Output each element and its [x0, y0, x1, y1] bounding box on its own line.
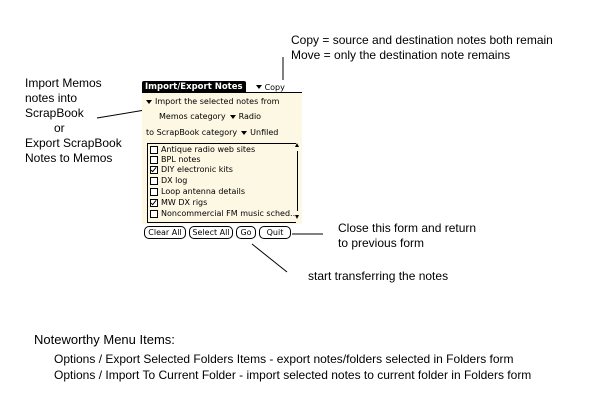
form-title: Import/Export Notes [142, 81, 246, 93]
note-label: MW DX rigs [161, 198, 208, 207]
source-category-label: Memos category [159, 112, 226, 121]
import-export-annotation-or: or [54, 121, 65, 135]
note-checkbox[interactable] [150, 176, 158, 185]
form-titlebar: Import/Export Notes Copy [142, 81, 285, 93]
dest-category-row: to ScrapBook category Unfiled [146, 128, 278, 137]
noteworthy-heading: Noteworthy Menu Items: [34, 332, 175, 347]
dest-category-label: to ScrapBook category [146, 128, 238, 137]
note-label: DX log [161, 176, 188, 185]
note-label: BPL notes [161, 155, 201, 164]
import-export-annotation-3: ScrapBook [25, 106, 84, 120]
import-export-annotation-1: Import Memos [25, 76, 102, 90]
note-checkbox[interactable] [150, 145, 158, 154]
import-export-annotation-6: Notes to Memos [25, 151, 113, 165]
note-label: Noncommercial FM music sched... [161, 209, 298, 218]
direction-value: Import the selected notes from [155, 97, 280, 106]
select-all-button[interactable]: Select All [189, 226, 233, 239]
dropdown-arrow-icon [146, 99, 152, 104]
quit-button[interactable]: Quit [259, 226, 291, 239]
dropdown-arrow-icon [229, 114, 236, 119]
list-item[interactable]: Antique radio web sites [150, 145, 255, 154]
note-checkbox[interactable] [150, 155, 158, 164]
scrollbar-track[interactable] [297, 151, 298, 211]
direction-selector[interactable]: Import the selected notes from [146, 97, 279, 106]
dest-category-value: Unfiled [250, 128, 279, 137]
dropdown-arrow-icon [255, 85, 262, 89]
note-checkbox[interactable] [150, 209, 158, 218]
scroll-up-icon[interactable] [295, 143, 299, 147]
menu-item-import: Options / Import To Current Folder - imp… [54, 368, 532, 382]
note-label: Antique radio web sites [161, 145, 256, 154]
menu-item-export: Options / Export Selected Folders Items … [54, 352, 514, 366]
source-category-value: Radio [238, 112, 262, 121]
source-category-row: Memos category Radio [159, 112, 261, 121]
note-checkbox[interactable] [150, 187, 158, 196]
clear-all-button[interactable]: Clear All [144, 226, 186, 239]
import-export-annotation-2: notes into [25, 91, 78, 105]
notes-scrollbar[interactable] [295, 143, 300, 221]
list-item[interactable]: MW DX rigs [150, 198, 207, 207]
list-item[interactable]: Noncommercial FM music sched... [150, 209, 298, 218]
list-item[interactable]: DIY electronic kits [150, 165, 233, 174]
dropdown-arrow-icon [241, 130, 248, 135]
note-checkbox[interactable] [150, 198, 158, 207]
source-category-selector[interactable]: Radio [229, 112, 262, 121]
title-underline [142, 92, 302, 93]
import-export-annotation-5: Export ScrapBook [25, 136, 122, 150]
note-label: DIY electronic kits [161, 165, 233, 174]
move-annotation: Move = only the destination note remains [291, 48, 511, 62]
copy-move-selector[interactable]: Copy [255, 82, 285, 92]
close-annotation-2: to previous form [338, 236, 425, 250]
note-label: Loop antenna details [161, 187, 245, 196]
copy-move-value: Copy [264, 82, 285, 92]
copy-annotation: Copy = source and destination notes both… [291, 33, 553, 47]
list-item[interactable]: DX log [150, 176, 187, 185]
note-checkbox[interactable] [150, 165, 158, 174]
close-annotation-1: Close this form and return [338, 221, 477, 235]
go-button[interactable]: Go [236, 226, 256, 239]
notes-list[interactable]: Antique radio web sites BPL notes DIY el… [147, 143, 298, 223]
import-export-form: Import/Export Notes Copy Import the sele… [142, 80, 302, 242]
list-item[interactable]: BPL notes [150, 155, 201, 164]
scroll-down-icon[interactable] [295, 215, 299, 219]
go-annotation: start transferring the notes [308, 269, 449, 283]
dest-category-selector[interactable]: Unfiled [241, 128, 278, 137]
list-item[interactable]: Loop antenna details [150, 187, 245, 196]
